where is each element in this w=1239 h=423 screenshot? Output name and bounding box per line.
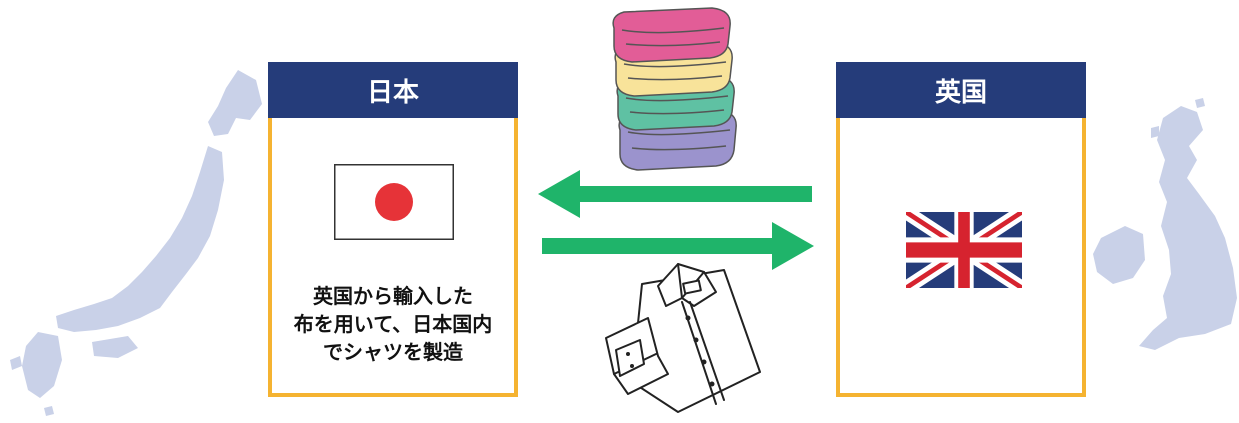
uk-map-silhouette (1093, 98, 1237, 350)
uk-card-header: 英国 (836, 62, 1086, 118)
japan-map-silhouette (10, 70, 262, 416)
uk-card-title: 英国 (934, 77, 987, 108)
caption-line-1: 英国から輸入した (313, 284, 473, 308)
uk-card: 英国 (836, 62, 1086, 397)
japan-flag-icon (334, 164, 454, 240)
import-arrow-left (538, 170, 812, 218)
caption-line-3: でシャツを製造 (323, 340, 463, 364)
folded-shirt-icon (605, 263, 761, 413)
caption-line-2: 布を用いて、日本国内 (293, 312, 493, 336)
japan-card-header: 日本 (268, 62, 518, 118)
japan-caption: 英国から輸入した 布を用いて、日本国内 でシャツを製造 (272, 282, 514, 366)
uk-flag-icon (906, 212, 1022, 288)
japan-card: 日本 英国から輸入した 布を用いて、日本国内 でシャツを製造 (268, 62, 518, 397)
japan-card-title: 日本 (366, 77, 419, 108)
exchange-arrows (538, 170, 814, 270)
folded-fabric-stack-icon (612, 7, 737, 171)
export-arrow-right (542, 222, 814, 270)
